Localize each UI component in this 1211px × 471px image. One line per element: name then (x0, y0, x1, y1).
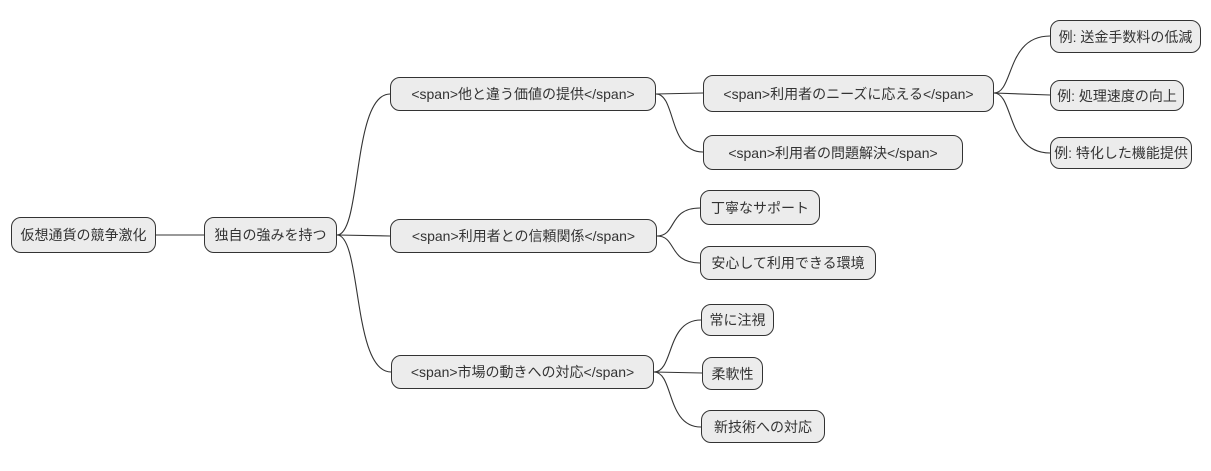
node-watch: 常に注視 (701, 304, 774, 336)
node-needs: <span>利用者のニーズに応える</span> (703, 75, 994, 112)
edge-value-needs (655, 92, 704, 95)
edge-needs-ex-feature (993, 92, 1051, 154)
node-support: 丁寧なサポート (700, 190, 820, 225)
edge-strength-trust (336, 234, 391, 237)
edge-strength-value (336, 93, 391, 236)
node-problem: <span>利用者の問題解決</span> (703, 135, 963, 170)
node-ex-feature: 例: 特化した機能提供 (1050, 137, 1192, 169)
node-trust: <span>利用者との信頼関係</span> (390, 219, 657, 253)
node-market: <span>市場の動きへの対応</span> (391, 355, 654, 389)
edge-market-new-tech (653, 371, 702, 428)
edge-market-flexibility (653, 371, 703, 374)
node-flexibility: 柔軟性 (702, 357, 763, 390)
node-root: 仮想通貨の競争激化 (11, 217, 156, 253)
edge-value-problem (655, 93, 704, 153)
node-strength: 独自の強みを持つ (204, 217, 337, 253)
edge-trust-safe-env (656, 235, 701, 264)
node-ex-speed: 例: 処理速度の向上 (1050, 80, 1184, 111)
edge-strength-market (336, 234, 392, 373)
node-value: <span>他と違う価値の提供</span> (390, 77, 656, 111)
node-new-tech: 新技術への対応 (701, 410, 825, 443)
edge-needs-ex-fee (993, 35, 1051, 94)
node-safe-env: 安心して利用できる環境 (700, 246, 876, 280)
edge-trust-support (656, 207, 701, 237)
edge-needs-ex-speed (993, 92, 1051, 96)
edge-market-watch (653, 319, 702, 373)
node-ex-fee: 例: 送金手数料の低減 (1050, 20, 1201, 53)
